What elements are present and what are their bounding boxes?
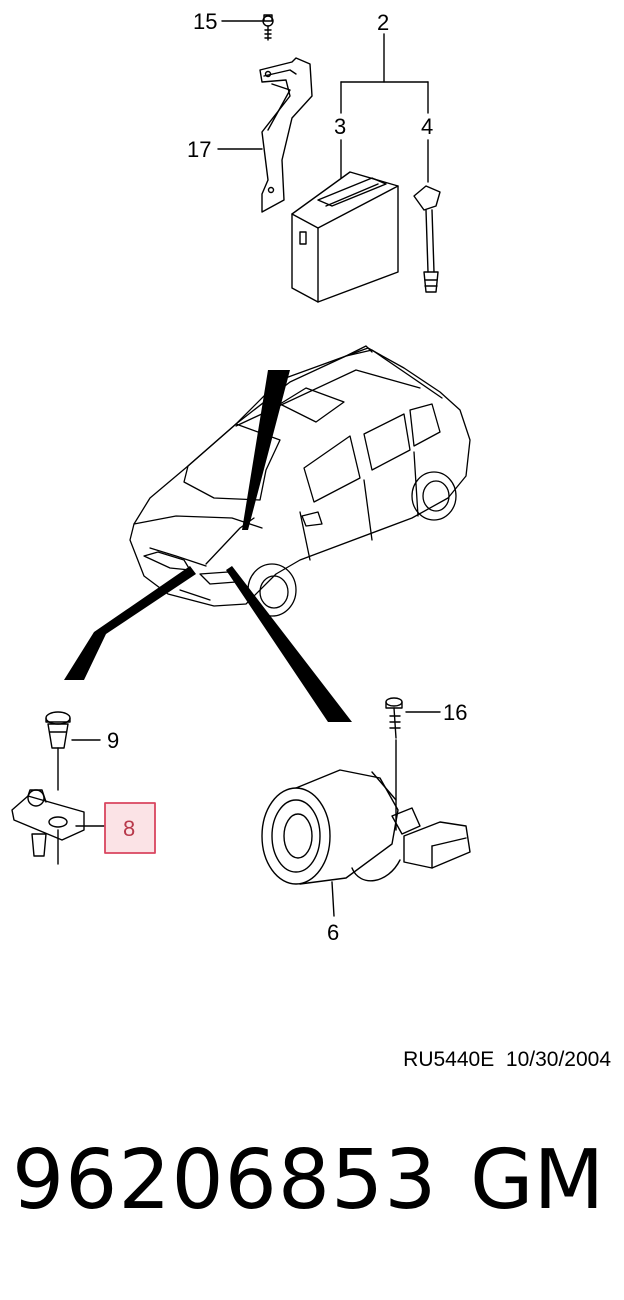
drawing-reference: RU5440E 10/30/2004 (403, 1048, 611, 1071)
leader-wedges (64, 370, 352, 722)
callout-9: 9 (107, 728, 119, 753)
callout-17: 17 (187, 137, 211, 162)
callout-15: 15 (193, 9, 217, 34)
clip-9 (45, 711, 101, 791)
bracket-17 (217, 57, 313, 213)
callout-8-highlight-box[interactable] (104, 802, 156, 854)
callout-2: 2 (377, 10, 389, 35)
bolt-16 (385, 697, 441, 739)
part-number: 96206853 (12, 1133, 438, 1228)
brand-name: GM (470, 1133, 605, 1228)
callout-8[interactable]: 8 (123, 816, 135, 841)
callout-3: 3 (334, 114, 346, 139)
callout-16: 16 (443, 700, 467, 725)
group-bracket-2 (340, 33, 429, 114)
bracket-8 (11, 789, 105, 865)
antenna-4 (413, 139, 441, 293)
horn-6 (261, 739, 471, 917)
bolt-15 (221, 14, 274, 41)
callout-6: 6 (327, 920, 339, 945)
callout-4: 4 (421, 114, 433, 139)
module-3 (291, 139, 399, 303)
